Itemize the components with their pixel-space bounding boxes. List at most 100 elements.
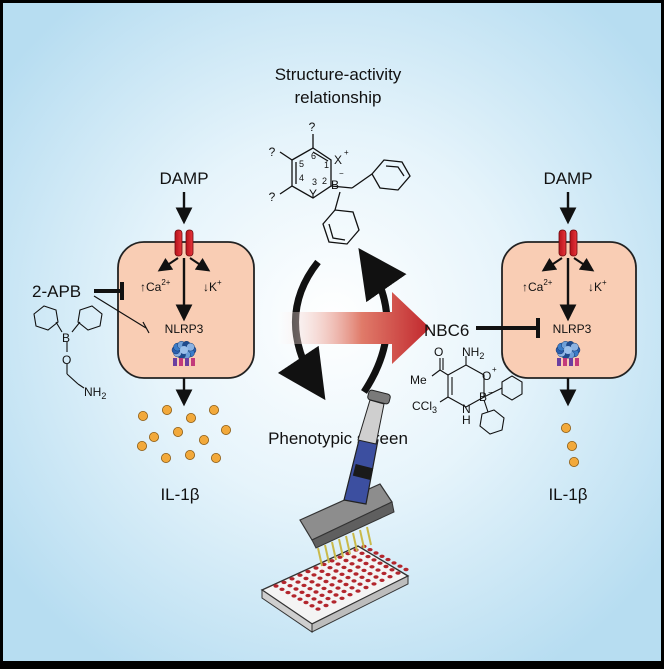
scaffold-num-3: 3 [312, 177, 317, 187]
scaffold-x-atom: X [334, 153, 342, 167]
left-inhibit-nlrp3-bar [142, 321, 150, 334]
plate-well [311, 573, 317, 577]
plate-well [321, 586, 327, 591]
plate-well [325, 572, 331, 577]
scaffold-q-left: ? [269, 145, 276, 159]
plate-well [379, 554, 385, 558]
il1b-particle [172, 426, 183, 437]
progression-arrow [278, 292, 430, 364]
nbc6-hydrogen: H [462, 413, 471, 427]
right-product-label: IL-1β [548, 485, 587, 504]
nbc6-boron: B [479, 390, 487, 404]
plate-well [323, 603, 329, 608]
plate-well [335, 586, 341, 590]
plate-well [359, 575, 365, 579]
plate-well [313, 566, 319, 570]
nbc6-o-charge: + [492, 365, 497, 374]
plate-well [373, 575, 379, 579]
left-damp-label: DAMP [159, 169, 208, 188]
plate-well [297, 597, 303, 601]
nbc6-b-charge: − [488, 388, 493, 397]
plate-well [317, 576, 323, 580]
plate-well [377, 561, 383, 565]
left-nlrp3-label: NLRP3 [165, 322, 204, 336]
plate-well [383, 564, 389, 569]
plate-well [291, 594, 297, 598]
il1b-particle [198, 434, 209, 445]
inflammasome-tail [173, 358, 177, 366]
plate-well [355, 589, 361, 593]
plate-well [339, 596, 345, 600]
plate-well [369, 565, 375, 569]
plate-well [327, 590, 333, 594]
plate-well [391, 561, 397, 565]
il1b-particle [160, 452, 171, 463]
il1b-particle [161, 404, 172, 415]
plate-well [363, 561, 369, 566]
right-il1b-particles [561, 422, 580, 467]
plate-well [311, 597, 317, 601]
plate-well [367, 572, 373, 576]
plate-well [279, 587, 285, 591]
plate-well [333, 593, 339, 597]
il1b-particle [137, 410, 148, 421]
plate-well [385, 557, 391, 562]
plate-well [297, 573, 303, 577]
il1b-particle [210, 452, 221, 463]
left-il1b-particles [136, 404, 231, 463]
title-line-1: Structure-activity [275, 65, 402, 84]
plate-wells [273, 544, 409, 611]
inflammasome-tail [557, 358, 561, 366]
apb-boron: B [62, 331, 70, 345]
right-nlrp3-label: NLRP3 [553, 322, 592, 336]
plate-well [361, 568, 367, 573]
plate-well [315, 583, 321, 587]
plate-well [331, 600, 337, 604]
plate-well [327, 566, 333, 570]
inflammasome-tail [563, 358, 567, 366]
inflammasome-tail [185, 358, 189, 366]
plate-well [313, 590, 319, 594]
scaffold-num-1: 1 [324, 160, 329, 170]
left-ion-channel [174, 229, 194, 257]
plate-well [349, 586, 355, 590]
right-panel: DAMP ↑Ca2+ ↓K+ NLRP3 NBC6 [410, 169, 637, 504]
plate-well [387, 575, 393, 579]
scaffold-phenyl-1 [371, 159, 411, 191]
plate-well [331, 576, 337, 580]
scaffold-num-2: 2 [322, 176, 327, 186]
plate-well [347, 593, 353, 597]
plate-well [307, 587, 313, 591]
plate-well [347, 569, 353, 573]
plate-well [395, 571, 401, 575]
plate-well [389, 568, 395, 572]
plate-well [339, 572, 345, 576]
left-panel: DAMP ↑Ca2+ ↓K+ NLRP3 2-APB [32, 169, 255, 504]
nbc6-ring-o: O [482, 369, 491, 383]
plate-well [381, 571, 387, 576]
plate-well [351, 555, 357, 559]
plate-well [325, 596, 331, 601]
multichannel-pipette [260, 389, 410, 633]
screen-label: Phenotypic screen [268, 429, 408, 448]
scaffold-num-6: 6 [311, 151, 316, 161]
plate-well [349, 562, 355, 566]
plate-well [357, 582, 363, 586]
right-inhibitor-label: NBC6 [424, 321, 469, 340]
plate-well [285, 590, 291, 595]
scaffold-b-charge: − [339, 169, 344, 178]
plate-well [305, 569, 311, 574]
left-inhibitor-label: 2-APB [32, 282, 81, 301]
il1b-particle [220, 424, 231, 435]
inflammasome-core [564, 346, 572, 354]
right-damp-label: DAMP [543, 169, 592, 188]
nbc6-methyl: Me [410, 373, 427, 387]
plate-well [319, 593, 325, 597]
inflammasome-tail [179, 358, 183, 366]
il1b-particle [569, 456, 580, 467]
il1b-particle [148, 431, 159, 442]
nbc6-structure [431, 356, 523, 435]
plate-well [299, 590, 305, 594]
right-inflammasome-icon [555, 340, 581, 366]
